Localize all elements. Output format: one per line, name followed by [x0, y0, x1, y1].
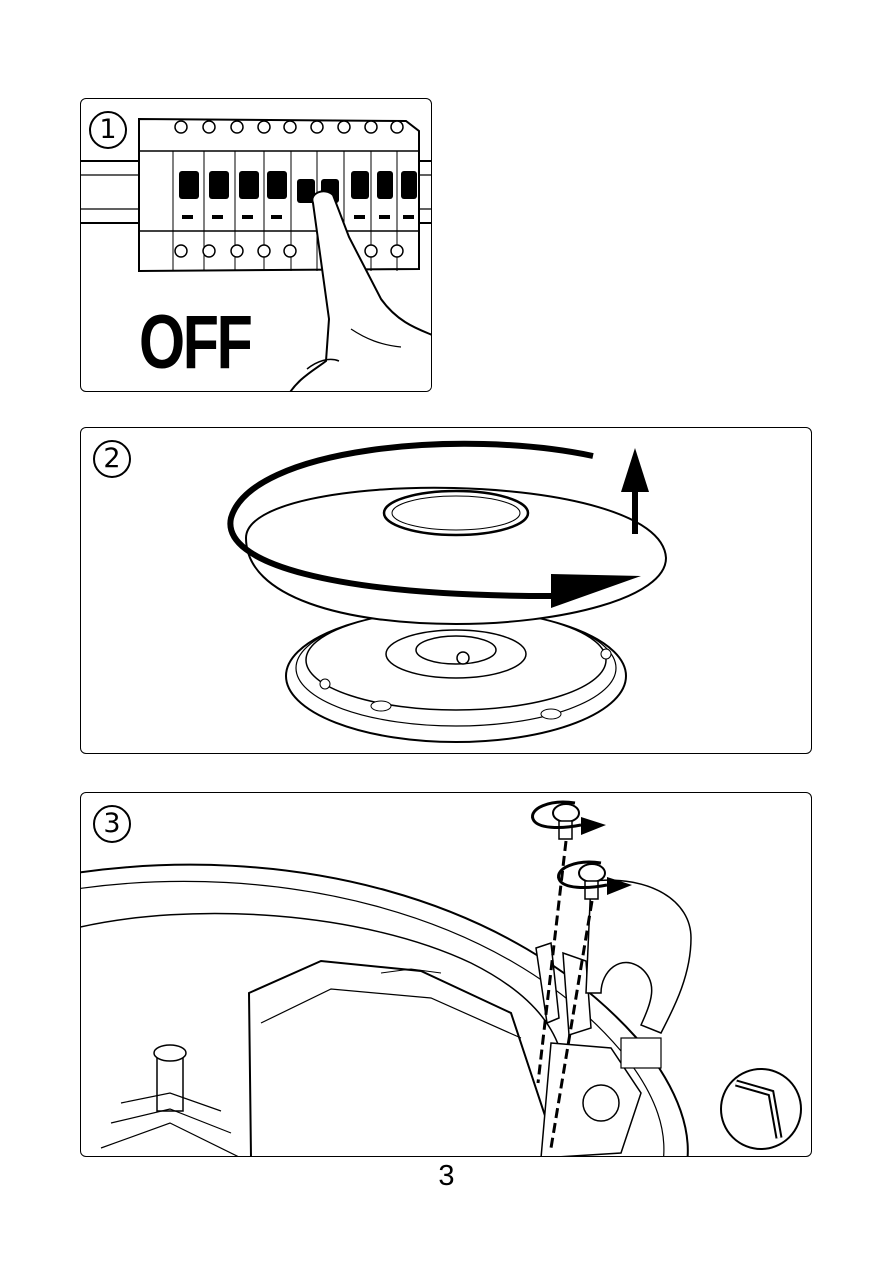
allen-key-icon — [721, 1069, 801, 1149]
breaker-panel-icon — [81, 99, 432, 392]
step-1-panel: 1 — [80, 98, 432, 392]
turn-arrow-icon — [532, 802, 632, 895]
screw-icon — [553, 804, 605, 899]
step-2-panel: 2 — [80, 427, 812, 754]
page-number: 3 — [0, 1160, 893, 1193]
step-3-panel: 3 — [80, 792, 812, 1157]
ceiling-lamp-icon — [81, 428, 812, 754]
step-number-1: 1 — [89, 111, 127, 149]
step-number-2: 2 — [93, 440, 131, 478]
lamp-base-icon — [81, 793, 812, 1157]
step-number-3: 3 — [93, 805, 131, 843]
off-label: OFF — [139, 299, 251, 386]
